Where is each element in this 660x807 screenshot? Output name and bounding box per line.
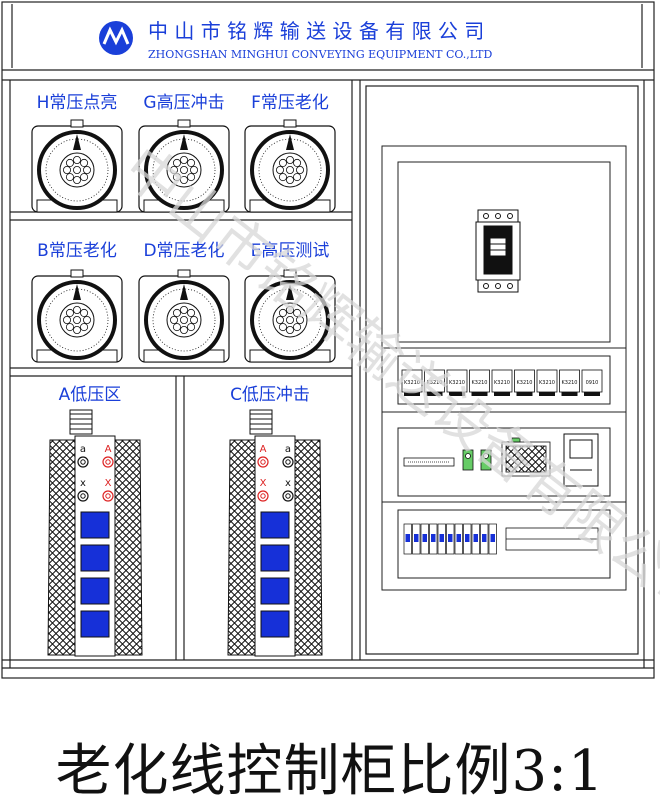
meter-label: B常压老化 — [37, 241, 117, 261]
terminal-label: a — [285, 444, 291, 455]
regulator-label: C低压冲击 — [230, 385, 310, 405]
regulator-label: A低压区 — [59, 385, 122, 405]
plc-module — [501, 437, 551, 477]
meter-label: F常压老化 — [251, 93, 329, 113]
terminal-block — [505, 527, 599, 551]
voltage-regulator: A低压区 a Ax X — [47, 385, 143, 657]
mini-breaker — [454, 523, 463, 555]
meter: G高压冲击 — [138, 93, 230, 213]
meter-label: E高压测试 — [251, 241, 330, 261]
meter: D常压老化 — [138, 241, 230, 363]
relay-label: 0910 — [586, 380, 599, 386]
green-indicators — [462, 449, 492, 471]
relay-label: K3210 — [426, 380, 442, 386]
terminal-label: A — [260, 444, 267, 455]
mini-breaker — [420, 523, 429, 555]
indicator-window — [260, 610, 290, 638]
company-logo — [99, 21, 133, 55]
relay-label: K3210 — [404, 380, 420, 386]
meter-label: G高压冲击 — [143, 93, 224, 113]
relay: K3210 — [536, 369, 558, 396]
relay-label: K3210 — [494, 380, 510, 386]
power-supply — [563, 433, 599, 487]
meter-label: H常压点亮 — [37, 93, 118, 113]
relay: K3210 — [491, 369, 513, 396]
company-name-en: ZHONGSHAN MINGHUI CONVEYING EQUIPMENT CO… — [148, 48, 492, 61]
terminal-label: x — [285, 478, 291, 489]
indicator-window — [80, 544, 110, 572]
meter: B常压老化 — [31, 241, 123, 363]
relay: K3210 — [424, 369, 445, 396]
indicator-window — [80, 511, 110, 539]
meter: E高压测试 — [244, 241, 336, 363]
mini-breaker — [429, 523, 438, 555]
relay: K3210 — [559, 369, 580, 396]
relay-label: K3210 — [516, 380, 532, 386]
terminal-label: A — [105, 444, 112, 455]
meter-label: D常压老化 — [143, 241, 224, 261]
relay-label: K3210 — [471, 380, 487, 386]
indicator-window — [80, 577, 110, 605]
meter-shelves: H常压点亮 G高压冲击 F常压老化 B常压老化 D常压老化 E高压测试 — [31, 93, 336, 363]
mini-breaker — [463, 523, 472, 555]
company-name-cn: 中 山 市 铭 辉 输 送 设 备 有 限 公 司 — [148, 19, 484, 43]
relay-row: K3210 K3210 K3210 K3210 K3210 K3210 K3210 K3210… — [401, 369, 603, 396]
relay-label: K3210 — [561, 380, 577, 386]
mini-breaker-row — [403, 523, 497, 555]
terminal-strip — [403, 457, 455, 467]
terminal-label: a — [80, 444, 86, 455]
mini-breaker — [488, 523, 497, 555]
indicator-window — [260, 577, 290, 605]
mini-breaker — [446, 523, 455, 555]
meter: F常压老化 — [244, 93, 336, 213]
control-panel — [381, 145, 627, 591]
relay: 0910 — [581, 369, 603, 396]
relay-label: K3210 — [539, 380, 555, 386]
indicator-window — [80, 610, 110, 638]
drawing-caption: 老化线控制柜比例3:1 — [55, 739, 605, 804]
relay: K3210 — [446, 369, 468, 396]
relay: K3210 — [514, 369, 535, 396]
relay-label: K3210 — [449, 380, 465, 386]
main-breaker[interactable] — [475, 209, 521, 293]
mini-breaker — [437, 523, 446, 555]
mini-breaker — [403, 523, 412, 555]
relay: K3210 — [469, 369, 490, 396]
relay: K3210 — [401, 369, 423, 396]
meter: H常压点亮 — [31, 93, 123, 213]
mini-breaker — [412, 523, 421, 555]
indicator-window — [260, 544, 290, 572]
indicator-window — [260, 511, 290, 539]
mini-breaker — [480, 523, 489, 555]
terminal-label: x — [80, 478, 86, 489]
mini-breaker — [471, 523, 480, 555]
terminal-label: X — [105, 478, 112, 489]
terminal-label: X — [260, 478, 267, 489]
